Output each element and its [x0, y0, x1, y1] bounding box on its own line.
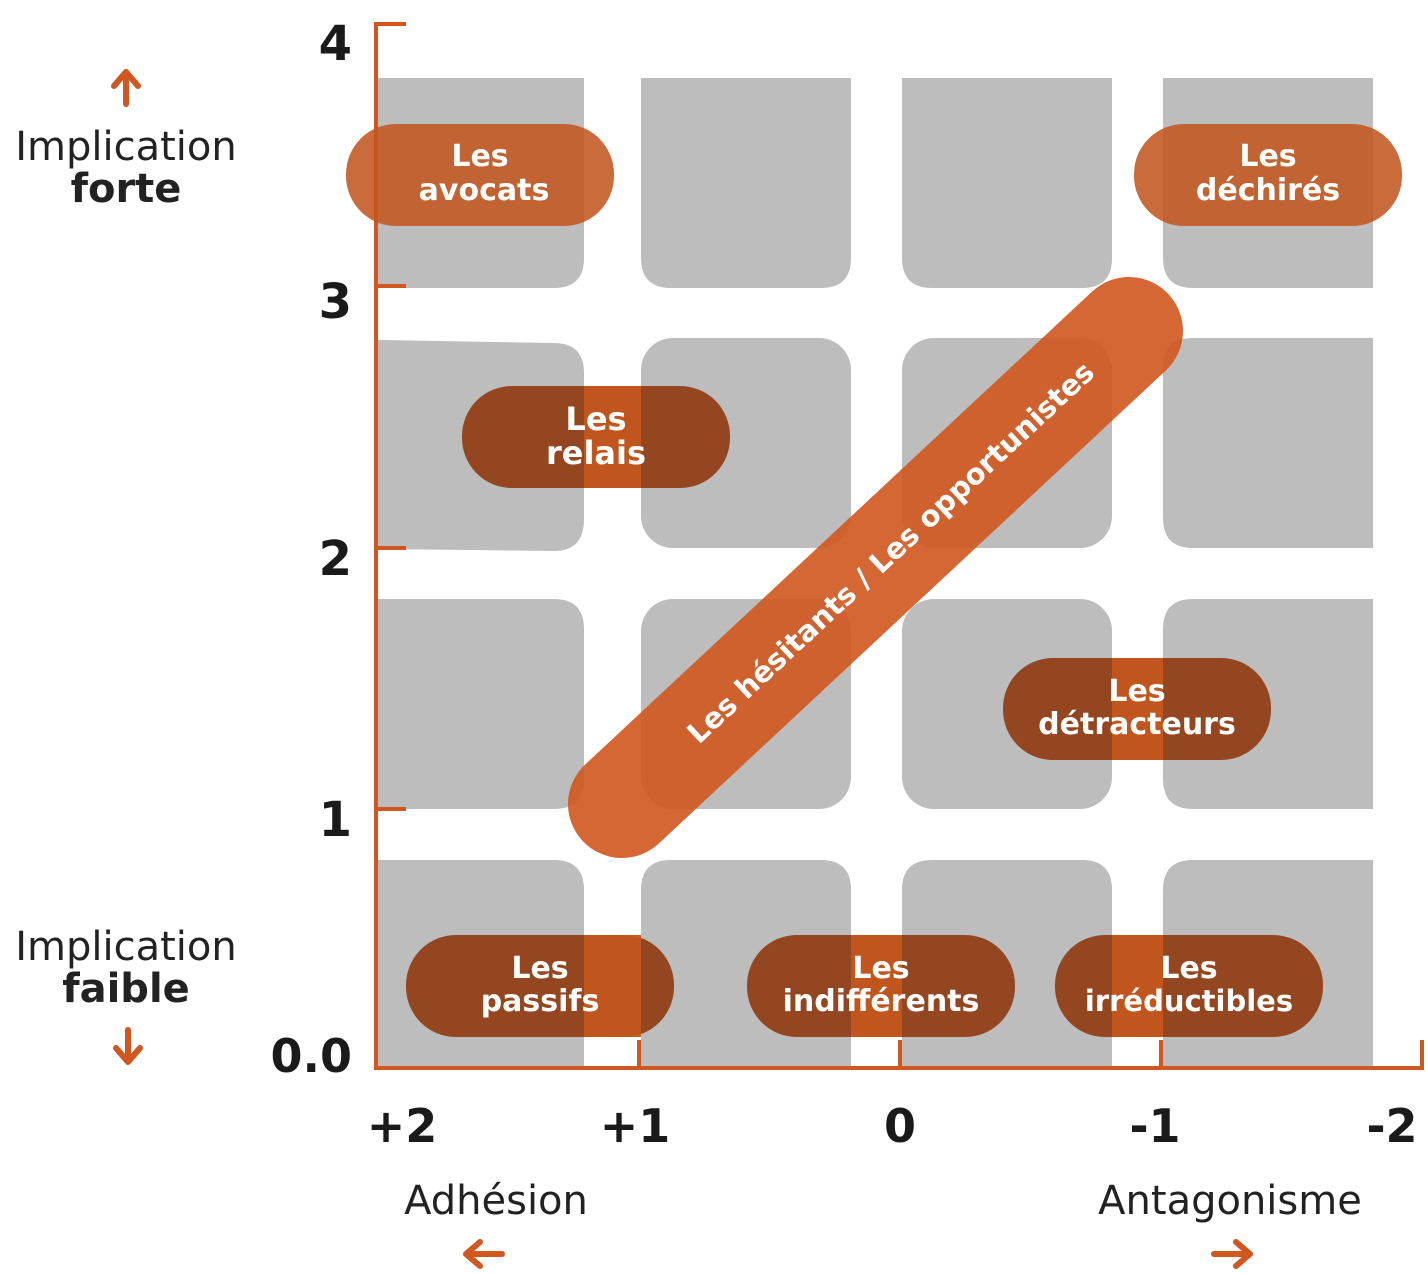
y-tick-label: 4: [319, 16, 352, 72]
dechires-label-line1: Les: [1239, 139, 1296, 174]
y-axis-top-title: Implication forte: [15, 69, 237, 212]
dechires-label-line2: déchirés: [1196, 173, 1340, 208]
grid-cell: [902, 78, 1112, 288]
group-irreductibles: Les irréductibles: [1055, 935, 1323, 1037]
detracteurs-pill-overlap: [1112, 658, 1163, 760]
passifs-label-line2: passifs: [481, 984, 600, 1019]
irreductibles-pill-overlap: [1112, 935, 1163, 1037]
x-axis-left-title: Adhésion: [404, 1178, 588, 1269]
x-tick-label: 0: [884, 1099, 916, 1153]
y-tick-label: 0.0: [271, 1029, 353, 1083]
detracteurs-label-line1: Les: [1108, 674, 1165, 709]
detracteurs-label-line2: détracteurs: [1038, 707, 1236, 742]
y-axis-top-label-line2: forte: [71, 166, 182, 212]
arrow-down-icon: [113, 1027, 143, 1065]
group-relais: Les relais: [462, 386, 730, 488]
y-axis-top-label-line1: Implication: [15, 124, 237, 170]
indifferents-pill-overlap: [851, 935, 902, 1037]
x-tick-label: -1: [1129, 1099, 1180, 1153]
avocats-label-line1: Les: [451, 139, 508, 174]
irreductibles-label-line1: Les: [1160, 951, 1217, 986]
relais-label-line2: relais: [546, 434, 646, 472]
group-passifs: Les passifs: [406, 935, 674, 1037]
relais-label-line1: Les: [565, 400, 626, 438]
y-tick-labels: 0.0 1 2 3 4: [271, 16, 353, 1083]
passifs-label-line1: Les: [511, 951, 568, 986]
relais-pill-overlap: [584, 386, 641, 488]
group-avocats: Les avocats: [346, 124, 614, 226]
indifferents-label-line1: Les: [852, 951, 909, 986]
indifferents-label-line2: indifférents: [783, 984, 980, 1019]
x-tick-labels: +2 +1 0 -1 -2: [367, 1099, 1418, 1153]
y-tick-label: 3: [319, 274, 352, 330]
y-axis-bottom-label-line1: Implication: [15, 924, 237, 970]
arrow-up-icon: [111, 69, 141, 107]
y-tick-label: 1: [319, 792, 352, 848]
hesitants-band: [568, 277, 1183, 858]
dechires-pill: [1134, 124, 1402, 226]
y-axis-bottom-label-line2: faible: [62, 966, 190, 1012]
x-tick-label: -2: [1366, 1099, 1417, 1153]
x-tick-label: +2: [367, 1099, 438, 1153]
avocats-label-line2: avocats: [419, 173, 550, 208]
group-detracteurs: Les détracteurs: [1003, 658, 1271, 760]
passifs-pill-overlap: [584, 935, 641, 1037]
grid-cell: [378, 599, 584, 809]
irreductibles-label-line2: irréductibles: [1085, 984, 1293, 1018]
y-tick-label: 2: [319, 531, 352, 587]
x-axis-right-label: Antagonisme: [1098, 1178, 1362, 1224]
arrow-left-icon: [463, 1239, 505, 1269]
grid-cell: [641, 78, 851, 288]
x-tick-label: +1: [600, 1099, 671, 1153]
x-axis-right-title: Antagonisme: [1098, 1178, 1362, 1269]
x-axis-left-label: Adhésion: [404, 1178, 588, 1224]
arrow-right-icon: [1211, 1239, 1253, 1269]
grid-cell: [1163, 338, 1373, 548]
avocats-pill: [346, 124, 614, 226]
group-dechires: Les déchirés: [1134, 124, 1402, 226]
y-axis-bottom-title: Implication faible: [15, 924, 237, 1065]
group-indifferents: Les indifférents: [747, 935, 1015, 1037]
